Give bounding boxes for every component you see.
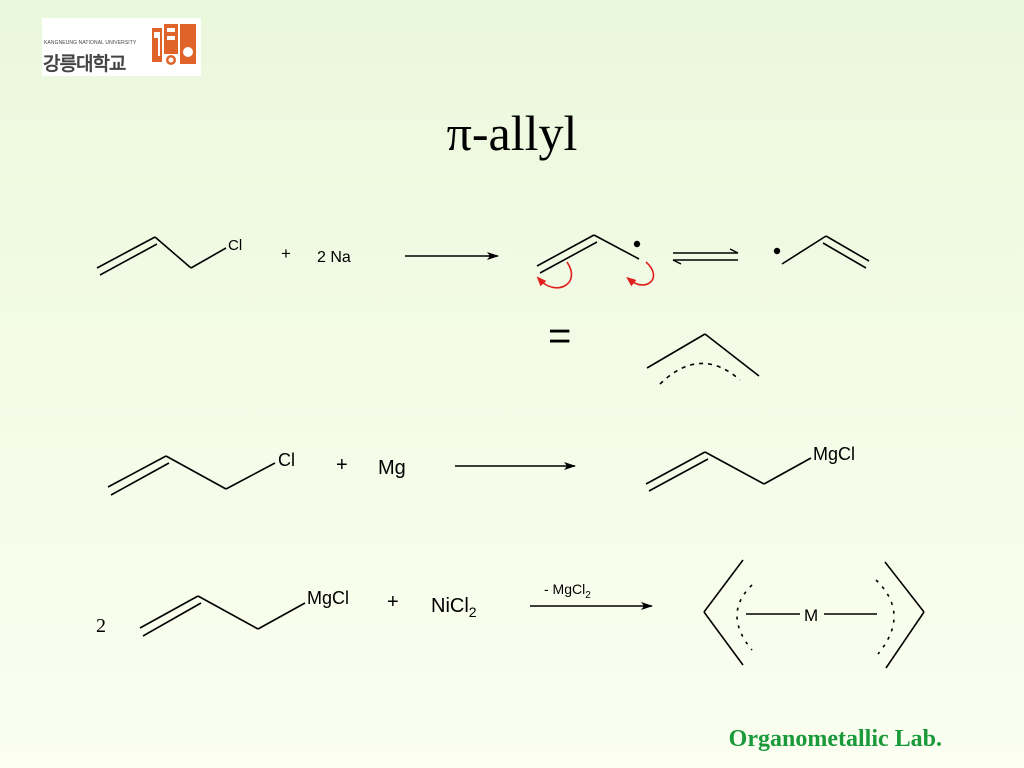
elimination-label: - MgCl2 [544,581,591,601]
allyl-radical-structure [536,234,640,274]
equilibrium-arrows [672,248,739,265]
chlorine-label: Cl [278,450,295,470]
bis-allyl-metal-complex [703,559,925,669]
allyl-grignard-structure [645,451,812,492]
slide-title: π-allyl [446,105,578,161]
chlorine-label: Cl [228,237,242,254]
magnesium-chloride-label: MgCl [307,588,349,608]
plus-sign: + [281,244,291,263]
sodium-reagent: 2 Na [317,249,351,266]
equals-sign: = [548,314,571,358]
university-logo: KANGNEUNG NATIONAL UNIVERSITY 강릉대학교 [42,18,201,76]
magnesium-reagent: Mg [378,457,406,479]
plus-sign: + [387,591,399,613]
delocalized-allyl-structure [646,333,760,385]
university-name-english: KANGNEUNG NATIONAL UNIVERSITY [44,40,137,46]
allyl-chloride-structure [107,455,276,496]
allyl-chloride-structure [96,236,227,276]
curved-arrow [536,261,573,289]
curved-arrow [626,261,655,287]
university-emblem-icon [150,22,198,68]
metal-center-label: M [804,606,818,625]
stoichiometric-coefficient: 2 [96,615,106,637]
university-name-korean: 강릉대학교 [43,53,126,75]
radical-dot [633,240,641,248]
plus-sign: + [336,454,348,476]
allyl-radical-resonance-structure [781,235,870,269]
radical-dot [773,247,781,255]
nickel-chloride-reagent: NiCl2 [431,595,477,620]
lab-name: Organometallic Lab. [728,726,942,752]
magnesium-chloride-label: MgCl [813,444,855,464]
allyl-grignard-structure [139,595,306,637]
